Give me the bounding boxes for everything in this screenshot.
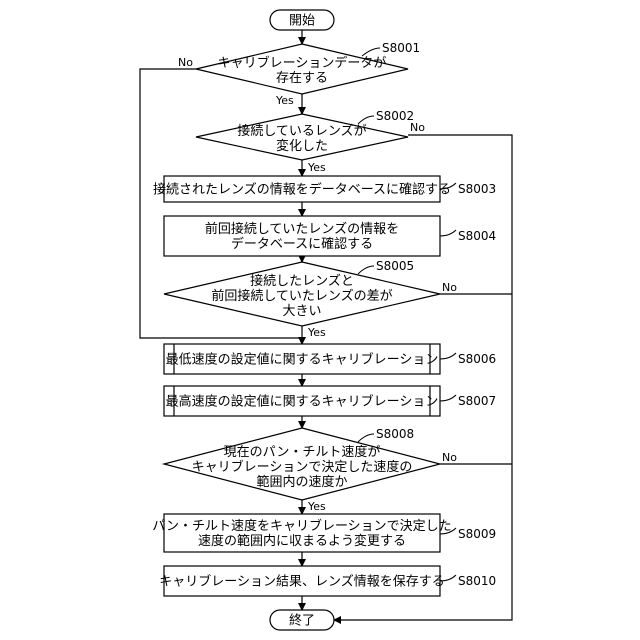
decision-s8001: キャリブレーションデータが 存在する S8001 bbox=[196, 41, 420, 94]
step-id-s8006: S8006 bbox=[458, 352, 496, 366]
process-s8004-line-1: 前回接続していたレンズの情報を bbox=[205, 221, 399, 237]
step-id-s8008: S8008 bbox=[376, 427, 414, 441]
decision-s8002-line-2: 変化した bbox=[276, 138, 328, 154]
label-yes-s8001: Yes bbox=[275, 94, 294, 107]
step-id-s8004: S8004 bbox=[458, 229, 496, 243]
decision-s8001-line-2: 存在する bbox=[276, 71, 328, 86]
subroutine-s8006: 最低速度の設定値に関するキャリブレーション S8006 bbox=[164, 344, 496, 374]
decision-s8005-line-2: 前回接続していたレンズの差が bbox=[211, 288, 392, 304]
step-id-s8005: S8005 bbox=[376, 259, 414, 273]
decision-s8008: 現在のパン・チルト速度が キャリブレーションで決定した速度の 範囲内の速度か S… bbox=[164, 427, 440, 500]
process-s8009-line-2: 速度の範囲内に収まるよう変更する bbox=[198, 533, 406, 549]
label-yes-s8008: Yes bbox=[307, 500, 326, 513]
step-id-leader-s8004 bbox=[440, 230, 456, 236]
step-id-s8003: S8003 bbox=[458, 182, 496, 196]
step-id-s8007: S8007 bbox=[458, 394, 496, 408]
end-label: 終了 bbox=[289, 613, 315, 629]
decision-s8005: 接続したレンズと 前回接続していたレンズの差が 大きい S8005 bbox=[164, 259, 440, 326]
decision-s8001-line-1: キャリブレーションデータが bbox=[218, 55, 387, 71]
end-terminal: 終了 bbox=[270, 610, 334, 630]
label-yes-s8005: Yes bbox=[307, 326, 326, 339]
start-terminal: 開始 bbox=[270, 10, 334, 30]
decision-s8008-line-2: キャリブレーションで決定した速度の bbox=[192, 459, 413, 475]
decision-s8005-line-3: 大きい bbox=[282, 304, 321, 319]
subroutine-s8007-line-1: 最高速度の設定値に関するキャリブレーション bbox=[166, 394, 439, 410]
step-id-leader-s8007 bbox=[440, 395, 456, 401]
label-no-s8001: No bbox=[178, 56, 193, 69]
decision-s8002-line-1: 接続しているレンズが bbox=[237, 123, 366, 139]
label-no-s8005: No bbox=[442, 281, 457, 294]
step-id-s8001: S8001 bbox=[382, 41, 420, 55]
process-s8009: パン・チルト速度をキャリブレーションで決定した 速度の範囲内に収まるよう変更する… bbox=[152, 514, 496, 552]
step-id-leader-s8006 bbox=[440, 353, 456, 359]
decision-s8008-line-1: 現在のパン・チルト速度が bbox=[224, 444, 381, 460]
step-id-s8010: S8010 bbox=[458, 574, 496, 588]
label-yes-s8002: Yes bbox=[307, 161, 326, 174]
start-label: 開始 bbox=[289, 14, 315, 29]
decision-s8002: 接続しているレンズが 変化した S8002 bbox=[196, 109, 414, 160]
step-id-leader-s8005 bbox=[358, 266, 374, 274]
step-id-s8002: S8002 bbox=[376, 109, 414, 123]
decision-s8005-line-1: 接続したレンズと bbox=[250, 273, 354, 289]
step-id-leader-s8002 bbox=[358, 116, 374, 124]
step-id-leader-s8001 bbox=[362, 48, 380, 56]
step-id-leader-s8008 bbox=[358, 434, 374, 442]
process-s8010-line-1: キャリブレーション結果、レンズ情報を保存する bbox=[159, 574, 444, 590]
process-s8010: キャリブレーション結果、レンズ情報を保存する S8010 bbox=[159, 566, 496, 596]
step-id-s8009: S8009 bbox=[458, 527, 496, 541]
process-s8009-line-1: パン・チルト速度をキャリブレーションで決定した bbox=[152, 518, 451, 534]
process-s8004: 前回接続していたレンズの情報を データベースに確認する S8004 bbox=[164, 216, 496, 256]
decision-s8008-line-3: 範囲内の速度か bbox=[256, 474, 347, 490]
subroutine-s8006-line-1: 最低速度の設定値に関するキャリブレーション bbox=[166, 352, 439, 368]
process-s8003-line-1: 接続されたレンズの情報をデータベースに確認する bbox=[153, 182, 451, 198]
process-s8004-line-2: データベースに確認する bbox=[231, 236, 373, 252]
subroutine-s8007: 最高速度の設定値に関するキャリブレーション S8007 bbox=[164, 386, 496, 416]
label-no-s8008: No bbox=[442, 451, 457, 464]
process-s8003: 接続されたレンズの情報をデータベースに確認する S8003 bbox=[153, 176, 496, 202]
